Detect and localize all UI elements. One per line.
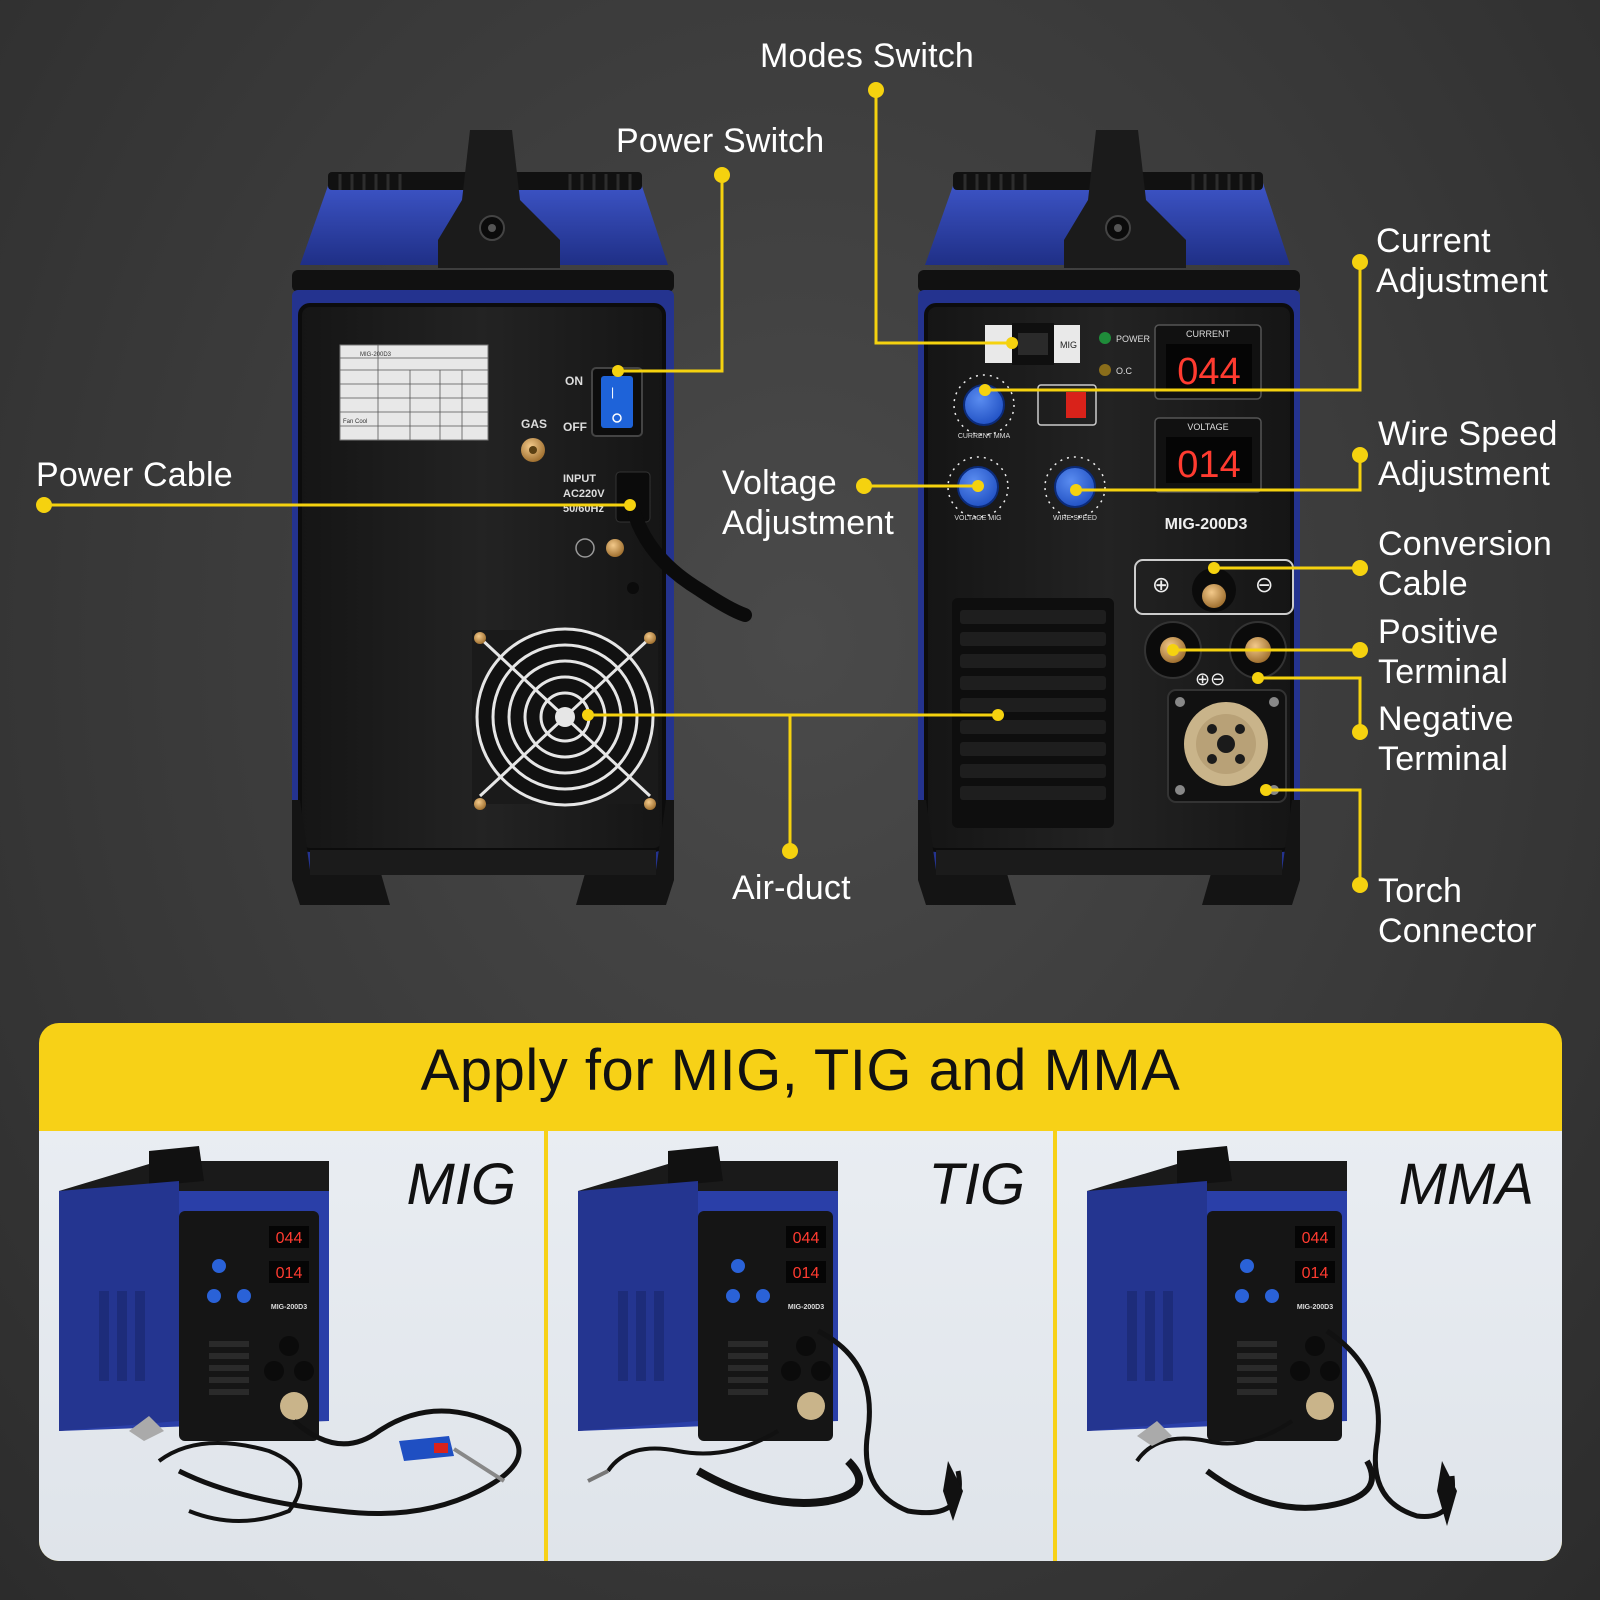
callout-power-switch: Power Switch (616, 122, 825, 160)
svg-text:044: 044 (793, 1230, 820, 1247)
svg-text:014: 014 (1302, 1265, 1329, 1282)
tig-machine-image: 044 014 MIG-200D3 (578, 1146, 963, 1521)
svg-text:014: 014 (276, 1265, 303, 1282)
callout-modes-switch: Modes Switch (760, 37, 975, 75)
switch-off-label: OFF (563, 420, 587, 434)
modes-banner: Apply for MIG, TIG and MMA MIG 044 014 (39, 1023, 1562, 1561)
svg-text:VOLTAGE MIG: VOLTAGE MIG (954, 515, 1001, 522)
svg-text:MIG-200D3: MIG-200D3 (1297, 1304, 1333, 1311)
mig-machine-image: 044 014 MIG-200D3 (59, 1146, 522, 1523)
banner-title: Apply for MIG, TIG and MMA (420, 1038, 1181, 1103)
front-model-label: MIG-200D3 (1165, 516, 1248, 533)
svg-text:|: | (611, 385, 614, 399)
rear-fan (472, 627, 658, 810)
svg-text:CURRENT: CURRENT (1186, 329, 1231, 339)
mode-label-mma: MMA (1398, 1152, 1534, 1217)
svg-text:INPUT: INPUT (563, 473, 596, 485)
rear-handle (438, 130, 560, 268)
callout-torch-connector: Torch Connector (1378, 872, 1537, 951)
nameplate-model-text: MIG-200D3 (360, 352, 392, 358)
callout-current-adjustment: Current Adjustment (1376, 222, 1549, 301)
rear-machine: MIG-200D3 Fan Cool | ON OFF GAS INPUT AC… (292, 130, 752, 905)
mode-panel-mig: MIG 044 014 MIG-200D3 (39, 1131, 544, 1561)
mode-label-mig: MIG (406, 1152, 516, 1217)
callout-conversion-cable: Conversion Cable (1378, 525, 1552, 604)
power-cable (628, 508, 752, 622)
svg-text:⊖: ⊖ (1255, 572, 1273, 597)
svg-text:MIG-200D3: MIG-200D3 (788, 1304, 824, 1311)
mma-machine-image: 044 014 MIG-200D3 (1087, 1146, 1457, 1526)
mode-panel-tig: TIG 044 014 MIG-200D3 (544, 1131, 1053, 1561)
callout-voltage-adjustment: Voltage Adjustment (722, 464, 895, 543)
power-led (1099, 332, 1111, 344)
callout-lines (44, 90, 1362, 885)
mode-label-tig: TIG (928, 1152, 1025, 1217)
svg-text:O.C: O.C (1116, 366, 1133, 376)
current-display: 044 (1177, 351, 1240, 393)
svg-text:044: 044 (276, 1230, 303, 1247)
front-machine: MIG POWER O.C CURRENT 044 VOLTAGE 014 CU… (918, 130, 1300, 905)
svg-text:⊕⊖: ⊕⊖ (1195, 669, 1225, 689)
svg-text:014: 014 (793, 1265, 820, 1282)
callout-dots (36, 82, 1368, 893)
callout-air-duct: Air-duct (732, 869, 851, 907)
mode-panel-mma: MMA 044 014 MIG-200D3 (1053, 1131, 1562, 1561)
svg-text:MIG-200D3: MIG-200D3 (271, 1304, 307, 1311)
voltage-display: 014 (1177, 444, 1240, 486)
svg-text:WIRE SPEED: WIRE SPEED (1053, 515, 1097, 522)
callout-positive-terminal: Positive Terminal (1378, 613, 1509, 692)
callout-wire-speed-adjustment: Wire Speed Adjustment (1378, 415, 1558, 494)
nameplate-fan-text: Fan Cool (343, 419, 367, 425)
callout-negative-terminal: Negative Terminal (1378, 700, 1514, 779)
svg-text:⊕: ⊕ (1152, 572, 1170, 597)
svg-text:POWER: POWER (1116, 334, 1151, 344)
front-handle (1064, 130, 1186, 268)
svg-text:MIG: MIG (1060, 340, 1077, 350)
oc-led (1099, 364, 1111, 376)
svg-text:044: 044 (1302, 1230, 1329, 1247)
machines-illustration: MIG-200D3 Fan Cool | ON OFF GAS INPUT AC… (36, 82, 1368, 905)
svg-text:AC220V: AC220V (563, 488, 605, 500)
mode-panels: MIG 044 014 MIG-200D3 (39, 1131, 1562, 1561)
gas-check-switch[interactable] (1066, 392, 1086, 418)
svg-text:VOLTAGE: VOLTAGE (1187, 422, 1228, 432)
gas-label: GAS (521, 417, 547, 431)
switch-on-label: ON (565, 374, 583, 388)
svg-text:CURRENT MMA: CURRENT MMA (958, 433, 1011, 440)
callout-power-cable: Power Cable (36, 456, 233, 494)
rear-nameplate (339, 344, 489, 441)
